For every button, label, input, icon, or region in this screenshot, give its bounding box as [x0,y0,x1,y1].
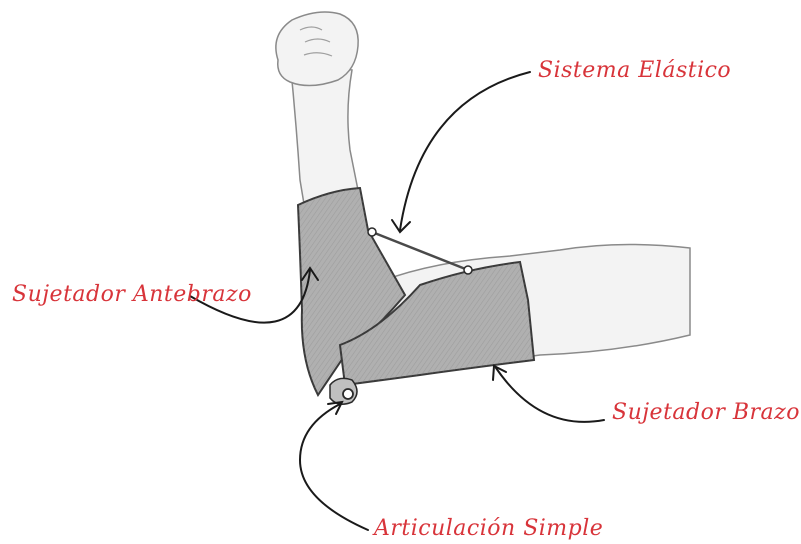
label-sujetador-brazo: Sujetador Brazo [612,402,800,424]
arrow-articulacion-simple [300,404,368,530]
strap-rivet-icon [368,228,376,236]
label-articulacion-simple: Articulación Simple [374,518,603,540]
label-sujetador-antebrazo: Sujetador Antebrazo [12,284,252,306]
joint-rivet-icon [343,389,353,399]
strap-rivet-icon [464,266,472,274]
arrow-sujetador-brazo [496,368,604,422]
fist [276,12,358,86]
arrow-sistema-elastico [400,72,530,230]
label-sistema-elastico: Sistema Elástico [538,60,731,82]
